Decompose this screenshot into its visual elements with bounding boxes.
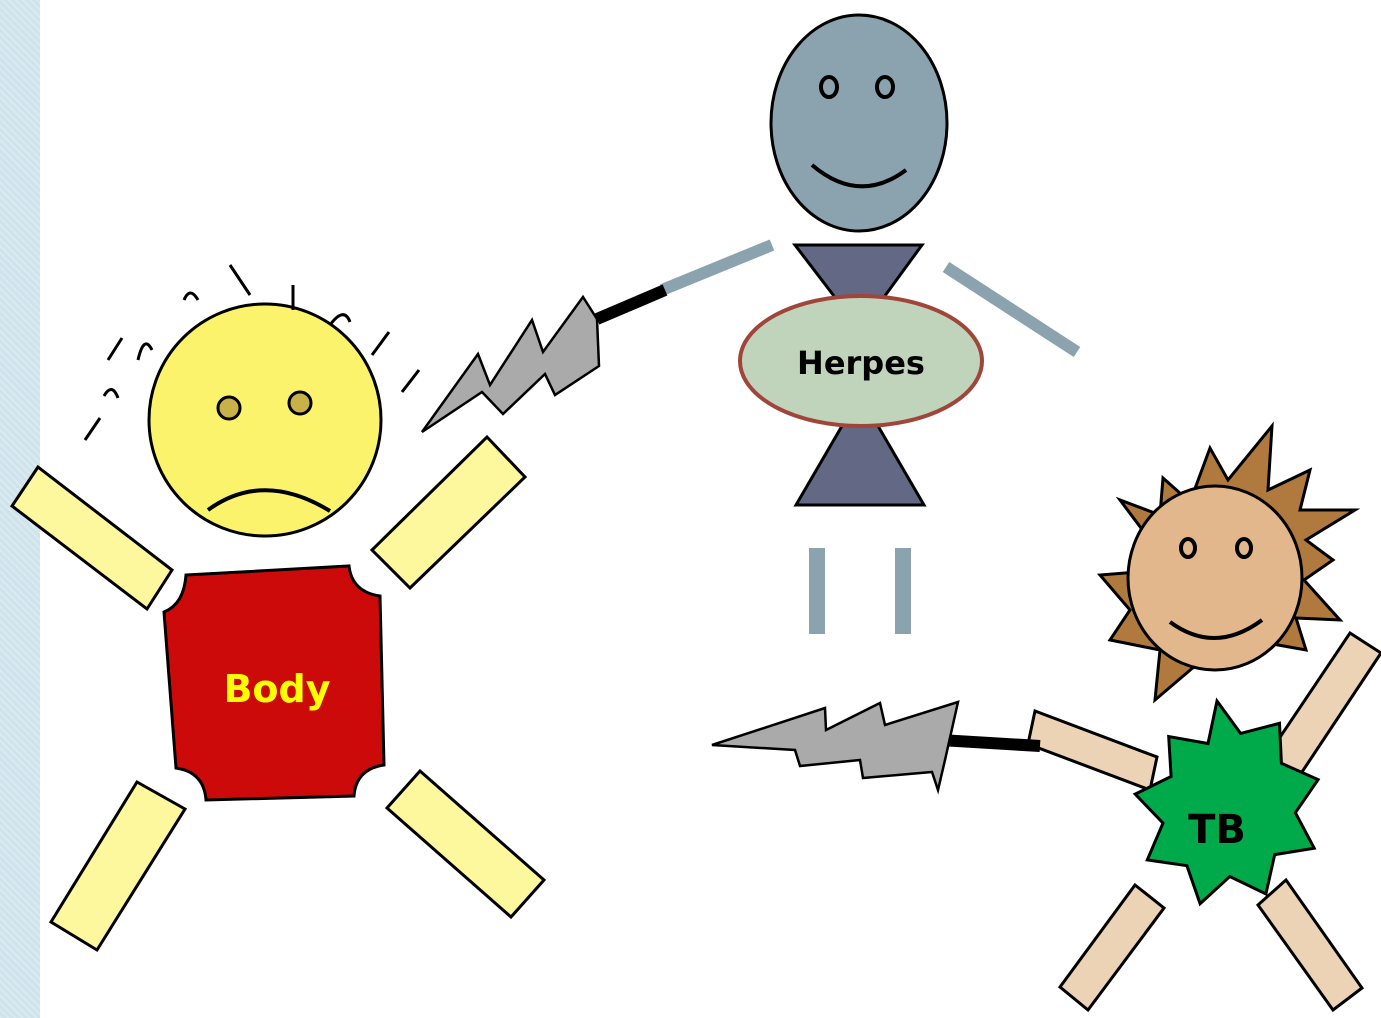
- herpes-label: Herpes: [797, 344, 925, 382]
- tb-label: TB: [1188, 807, 1246, 853]
- body-label: Body: [223, 667, 330, 711]
- herpes-left-leg: [809, 548, 825, 634]
- body-left-leg: [51, 782, 185, 950]
- tb-figure: TB: [712, 426, 1381, 1010]
- body-right-leg: [387, 771, 544, 917]
- tb-right-leg: [1258, 880, 1362, 1010]
- tb-left-leg: [1060, 885, 1164, 1010]
- herpes-weapon-handle: [597, 290, 665, 319]
- herpes-head: [771, 15, 947, 231]
- body-head: [149, 304, 381, 536]
- herpes-lightning-bolt: [422, 297, 599, 432]
- herpes-right-leg: [895, 548, 911, 634]
- body-right-arm: [372, 437, 525, 588]
- herpes-figure: Herpes: [422, 15, 1077, 634]
- body-left-eye: [218, 397, 240, 419]
- tb-right-arm: [1268, 633, 1381, 775]
- body-right-eye: [289, 392, 311, 414]
- tb-head: [1128, 486, 1302, 670]
- tb-lightning-bolt: [712, 702, 958, 790]
- herpes-left-arm: [662, 245, 772, 290]
- body-figure: Body: [12, 265, 544, 950]
- body-left-arm: [12, 467, 172, 609]
- tb-weapon-handle: [940, 740, 1040, 746]
- tb-left-arm: [1028, 711, 1157, 790]
